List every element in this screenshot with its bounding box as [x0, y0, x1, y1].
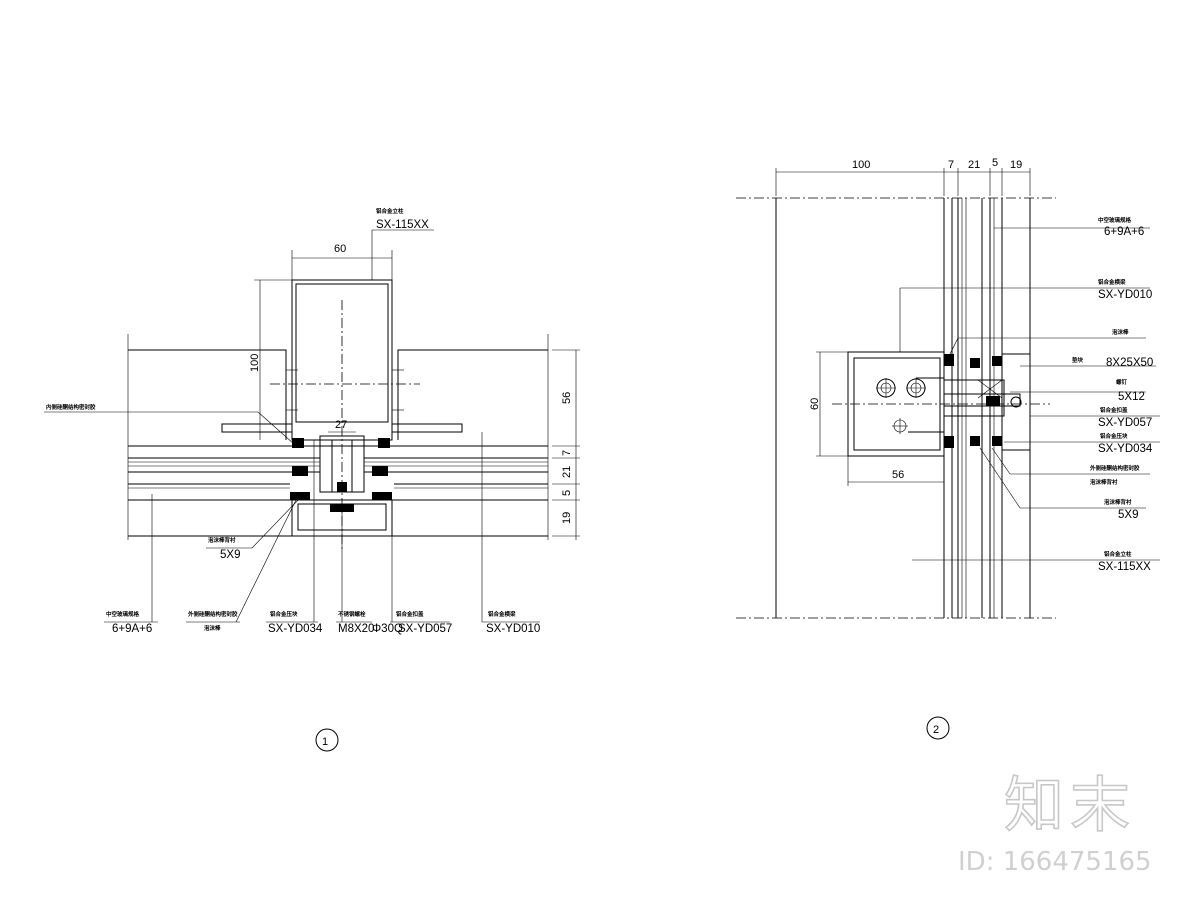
svg-text:铝合金立柱: 铝合金立柱	[1104, 550, 1132, 558]
glass-spec-label: 6+9A+6	[112, 623, 152, 635]
glass-unit	[127, 334, 549, 540]
gasket-5x9-label: 5X9	[220, 549, 240, 561]
dim-56-bottom-label: 56	[892, 469, 904, 481]
clip-assembly	[943, 353, 1031, 451]
gaskets	[290, 438, 392, 512]
dim-100-top-label: 100	[852, 159, 870, 171]
dim-5-label: 5	[561, 490, 573, 496]
svg-text:垫块: 垫块	[1072, 356, 1084, 364]
bracket-code-label: SX-YD010	[486, 623, 540, 635]
svg-text:不锈钢螺栓: 不锈钢螺栓	[338, 610, 366, 618]
clip-code-2-label: SX-YD034	[1098, 443, 1153, 455]
glass-spec-2-label: 6+9A+6	[1104, 226, 1144, 238]
svg-text:泡沫棒背衬: 泡沫棒背衬	[1090, 478, 1118, 486]
dim-7-top-label: 7	[948, 159, 954, 171]
detail-2: 100 7 21 5 19	[736, 157, 1160, 740]
dim-27-label: 27	[335, 419, 347, 431]
mullion-code-label: SX-115XX	[376, 219, 429, 231]
svg-text:铝合金扣盖: 铝合金扣盖	[396, 610, 424, 618]
clip-code-label: SX-YD034	[268, 623, 323, 635]
cover-prefix-label: Φ30Q	[372, 623, 403, 635]
svg-text:外侧硅酮结构密封胶: 外侧硅酮结构密封胶	[188, 610, 238, 618]
cover-code-label: SX-YD057	[398, 623, 452, 635]
svg-text:铝合金横梁: 铝合金横梁	[1098, 278, 1126, 286]
svg-text:铝合金立柱: 铝合金立柱	[376, 207, 404, 215]
svg-text:中空玻璃规格: 中空玻璃规格	[1098, 216, 1132, 224]
svg-text:中空玻璃规格: 中空玻璃规格	[106, 610, 140, 618]
bolt-holes	[876, 378, 926, 434]
bolt-spec-label: M8X20	[338, 623, 374, 635]
screw-size-label: 5X12	[1118, 391, 1145, 403]
svg-text:铝合金横梁: 铝合金横梁	[488, 610, 516, 618]
dim-60-left-label: 60	[809, 398, 821, 410]
dim-19-top-label: 19	[1010, 159, 1022, 171]
detail-1: 60 铝合金立柱 SX-115XX 100 27	[44, 207, 580, 752]
dim-19-label: 19	[561, 512, 573, 524]
svg-text:铝合金压块: 铝合金压块	[1100, 432, 1128, 440]
watermark-id: ID: 166475165	[958, 847, 1152, 877]
dim-21-top-label: 21	[968, 159, 980, 171]
svg-text:1: 1	[322, 736, 328, 748]
svg-text:铝合金扣盖: 铝合金扣盖	[1100, 406, 1128, 414]
svg-text:铝合金压块: 铝合金压块	[270, 610, 298, 618]
gasket-5x9-2-label: 5X9	[1118, 509, 1138, 521]
mullion-code-2-label: SX-115XX	[1098, 561, 1151, 573]
right-dims	[552, 349, 580, 540]
svg-text:2: 2	[933, 724, 939, 736]
dim-100-label: 100	[249, 354, 261, 372]
pad-size-label: 8X25X50	[1106, 357, 1153, 369]
svg-text:内侧硅酮结构密封胶: 内侧硅酮结构密封胶	[46, 403, 96, 411]
dim-5-top-label: 5	[992, 157, 998, 169]
bracket-code-2-label: SX-YD010	[1098, 289, 1152, 301]
cover-code-2-label: SX-YD057	[1098, 417, 1152, 429]
svg-text:泡沫棒背衬: 泡沫棒背衬	[208, 536, 236, 544]
dim-56-label: 56	[561, 392, 573, 404]
svg-text:外侧硅酮结构密封胶: 外侧硅酮结构密封胶	[1090, 464, 1140, 472]
svg-text:泡沫棒: 泡沫棒	[204, 624, 221, 632]
watermark: 知末 ID: 166475165	[958, 770, 1152, 877]
dim-7-label: 7	[561, 450, 573, 456]
glass-section	[943, 198, 1031, 618]
svg-text:泡沫棒: 泡沫棒	[1112, 328, 1129, 336]
svg-text:泡沫棒背衬: 泡沫棒背衬	[1104, 498, 1132, 506]
watermark-brand: 知末	[1004, 771, 1136, 841]
dim-21-label: 21	[561, 466, 573, 478]
svg-text:螺钉: 螺钉	[1116, 378, 1128, 386]
dim-60-label: 60	[334, 243, 346, 255]
